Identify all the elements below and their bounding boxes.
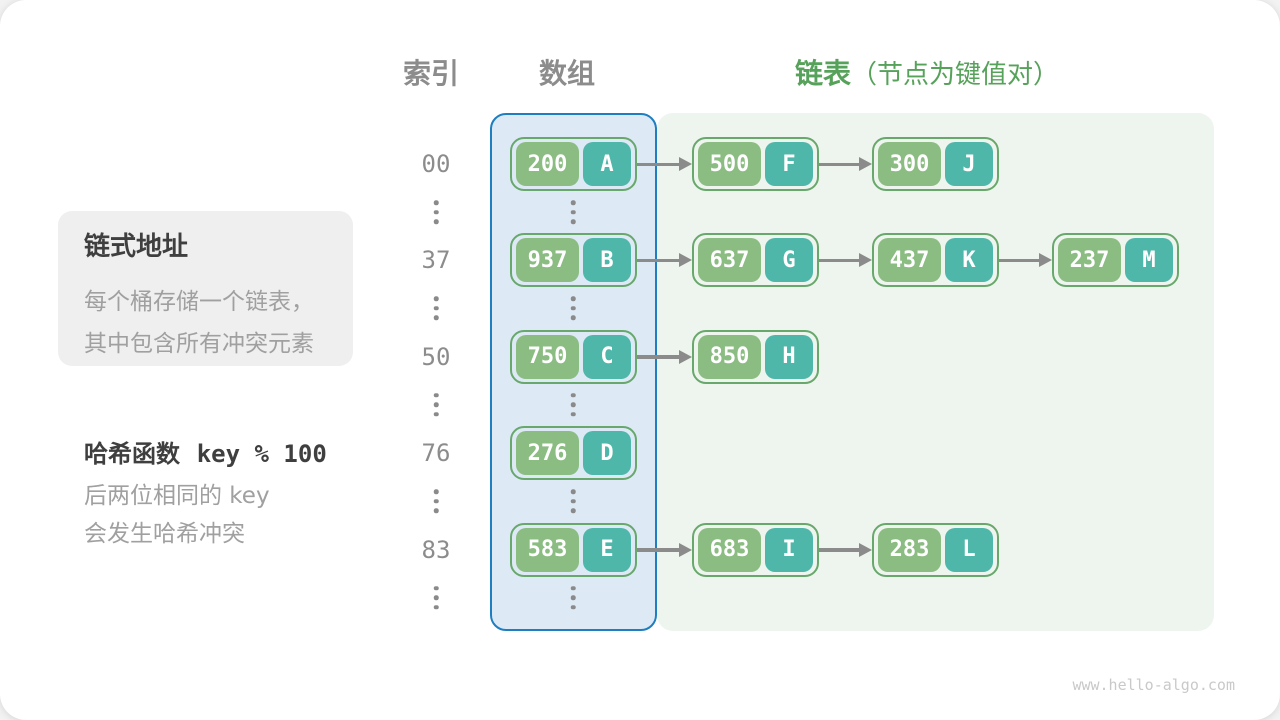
arrow-shaft <box>637 355 681 359</box>
array-ellipsis <box>570 393 576 417</box>
arrow-head-icon <box>859 157 872 171</box>
value-cell: C <box>583 334 631 379</box>
index-ellipsis <box>433 489 439 513</box>
value-cell: K <box>945 238 993 283</box>
arrow <box>819 542 872 558</box>
value-cell: A <box>583 142 631 186</box>
value-cell: E <box>583 527 631 572</box>
value-cell: J <box>945 142 993 186</box>
arrow-shaft <box>819 548 861 552</box>
arrow <box>999 252 1052 268</box>
value-cell: B <box>583 238 631 283</box>
key-cell: 583 <box>516 527 579 572</box>
arrow-head-icon <box>679 157 692 171</box>
key-cell: 276 <box>516 431 579 476</box>
value-cell: F <box>765 142 813 186</box>
index-ellipsis <box>433 393 439 417</box>
hash-note-line: 会发生哈希冲突 <box>84 521 245 547</box>
index-label: 37 <box>421 246 451 275</box>
index-label: 83 <box>421 535 451 564</box>
index-ellipsis <box>433 585 439 610</box>
index-label: 00 <box>421 150 451 178</box>
value-cell: G <box>765 238 813 283</box>
arrow-shaft <box>819 162 861 166</box>
arrow-head-icon <box>679 253 692 268</box>
key-cell: 937 <box>516 238 579 283</box>
arrow <box>637 252 692 268</box>
index-label: 50 <box>421 342 451 371</box>
header-linked-list: 链表（节点为键值对） <box>795 52 1059 92</box>
hash-function-label: 哈希函数 <box>84 440 180 468</box>
arrow-head-icon <box>859 253 872 268</box>
key-cell: 237 <box>1058 238 1121 283</box>
index-ellipsis <box>433 200 439 224</box>
arrow <box>819 252 872 268</box>
hash-note-line: 后两位相同的 key <box>84 483 270 509</box>
watermark: www.hello-algo.com <box>1072 676 1235 694</box>
arrow-shaft <box>819 258 861 263</box>
key-cell: 283 <box>878 527 941 572</box>
key-cell: 300 <box>878 142 941 186</box>
arrow-shaft <box>637 162 681 166</box>
arrow-shaft <box>637 548 681 552</box>
arrow-head-icon <box>679 349 692 364</box>
value-cell: D <box>583 431 631 476</box>
arrow-head-icon <box>859 542 872 557</box>
key-cell: 637 <box>698 238 761 283</box>
arrow-head-icon <box>1039 253 1052 268</box>
key-cell: 750 <box>516 334 579 379</box>
hash-function-title: 哈希函数 key % 100 <box>84 434 327 469</box>
array-ellipsis <box>570 489 576 513</box>
key-cell: 850 <box>698 334 761 379</box>
arrow <box>637 156 692 172</box>
info-box-line: 每个桶存储一个链表， <box>84 289 314 315</box>
hash-function-code: key % 100 <box>196 440 327 468</box>
value-cell: I <box>765 527 813 572</box>
arrow-head-icon <box>679 542 692 557</box>
header-array: 数组 <box>539 57 596 90</box>
arrow <box>637 349 692 365</box>
header-index: 索引 <box>403 57 460 90</box>
arrow <box>819 156 872 172</box>
info-box <box>58 211 353 366</box>
header-linked-list-title: 链表 <box>795 57 852 90</box>
arrow-shaft <box>637 258 681 263</box>
value-cell: M <box>1125 238 1173 283</box>
value-cell: L <box>945 527 993 572</box>
header-linked-list-note: （节点为键值对） <box>851 60 1060 90</box>
key-cell: 683 <box>698 527 761 572</box>
array-ellipsis <box>570 296 576 321</box>
array-ellipsis <box>570 200 576 224</box>
index-ellipsis <box>433 296 439 321</box>
key-cell: 500 <box>698 142 761 186</box>
key-cell: 200 <box>516 142 579 186</box>
array-ellipsis <box>570 585 576 610</box>
arrow <box>637 542 692 558</box>
info-box-title: 链式地址 <box>84 232 189 262</box>
value-cell: H <box>765 334 813 379</box>
index-label: 76 <box>421 439 451 468</box>
info-box-line: 其中包含所有冲突元素 <box>84 331 314 357</box>
key-cell: 437 <box>878 238 941 283</box>
arrow-shaft <box>999 258 1041 263</box>
